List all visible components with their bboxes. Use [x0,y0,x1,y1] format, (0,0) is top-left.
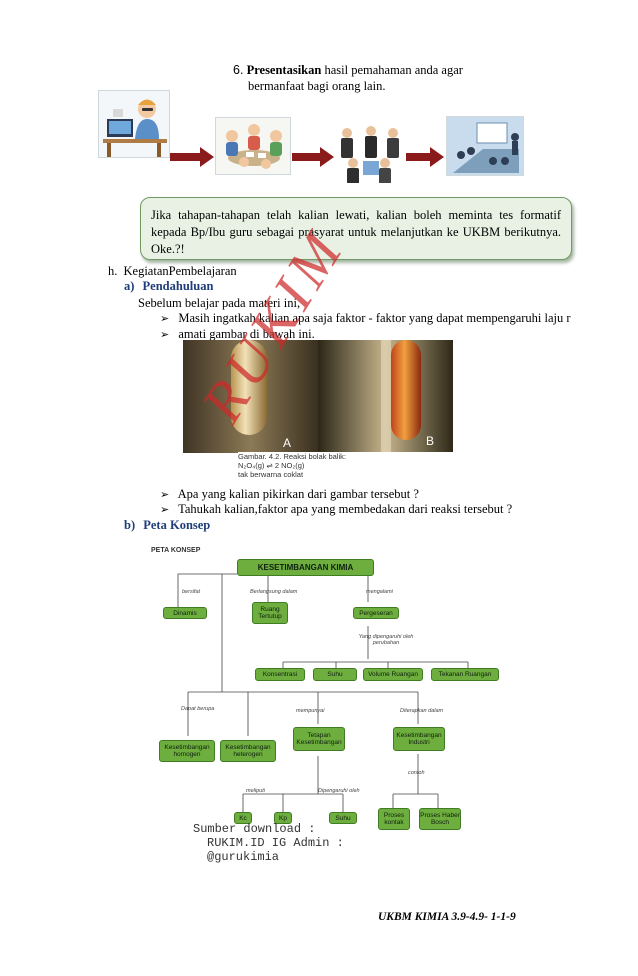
bullet-item: amati gambar di bawah ini. [160,326,315,343]
caption-line: tak berwarna coklat [238,470,304,479]
arrow-icon [406,147,446,167]
node-volume: Volume Ruangan [363,668,423,681]
step-line2: bermanfaat bagi orang lain. [248,79,386,93]
illustration-presentation-people [334,122,406,184]
arrow-icon [170,147,214,167]
subsection-a-title: Pendahuluan [142,279,214,293]
node-ruang-tertutup: Ruang Tertutup [252,602,288,624]
bullet-item: Masih ingatkah kalian apa saja faktor - … [160,310,571,327]
label-dapat-berupa: Dapat berupa [181,706,215,712]
step-keyword: Presentasikan [246,63,322,77]
illustration-group-discussion [215,117,291,175]
node-kc: Kc [234,812,252,824]
label-berlangsung: Berlangsung dalam [250,589,298,595]
illustration-conference-room [446,116,524,176]
node-tekanan: Tekanan Ruangan [431,668,499,681]
photo-label-b: B [426,434,435,448]
concept-map-connectors [177,573,469,812]
section-h-title: KegiatanPembelajaran [123,264,237,278]
source-line: RUKIM.ID IG Admin : [207,836,344,850]
concept-map: PETA KONSEP KESETIMBANGAN KIMIA bersifat… [148,544,506,834]
bullet-text: Masih ingatkah kalian apa saja faktor - … [178,311,571,325]
label-diterapkan: Diterapkan dalam [400,708,444,714]
bullet-text: amati gambar di bawah ini. [178,327,315,341]
photo-caption: Gambar. 4.2. Reaksi bolak balik: N₂O₄(g)… [238,452,458,480]
node-heterogen: Kesetimbangan heterogen [220,740,276,762]
concept-map-heading: PETA KONSEP [151,547,201,554]
caption-line: Gambar. 4.2. Reaksi bolak balik: [238,452,346,461]
illustration-computer-work [98,90,170,158]
bullet-text: Tahukah kalian,faktor apa yang membedaka… [178,502,513,516]
bullet-item: Apa yang kalian pikirkan dari gambar ter… [160,486,419,503]
caption-line: N₂O₄(g) ⇌ 2 NO₂(g) [238,461,305,470]
arrow-icon [292,147,336,167]
intro-text: Sebelum belajar pada materi ini, [138,296,301,310]
source-line: Sumber download : [193,822,316,836]
node-industri: Kesetimbangan Industri [393,727,445,751]
bullet-text: Apa yang kalian pikirkan dari gambar ter… [177,487,419,501]
subsection-b-heading: b) Peta Konsep [124,517,210,533]
node-homogen: Kesetimbangan homogen [159,740,215,762]
label-contoh: contoh [408,770,425,776]
label-mempunyai: mempunyai [296,708,325,714]
source-note: Sumber download : RUKIM.ID IG Admin : @g… [193,822,344,864]
node-pergeseran: Pergeseran [353,607,399,619]
info-callout-text: Jika tahapan-tahapan telah kalian lewati… [151,208,561,256]
node-proses-haber: Proses Haber Bosch [419,808,461,830]
node-konsentrasi: Konsentrasi [255,668,305,681]
subsection-b-title: Peta Konsep [143,518,211,532]
step-6-text: 6. Presentasikan hasil pemahaman anda ag… [233,62,563,94]
label-mengalami: mengalami [366,589,393,595]
source-line: @gurukimia [207,850,280,864]
page-footer: UKBM KIMIA 3.9-4.9- 1-1-9 [378,911,516,923]
node-dinamis: Dinamis [163,607,207,619]
node-tetapan: Tetapan Kesetimbangan [293,727,345,751]
label-meliputi: meliputi [246,788,265,794]
node-suhu: Suhu [313,668,357,681]
label-bersifat: bersifat [182,589,201,595]
photo-label-a: A [283,436,292,450]
section-h-label: h. [108,264,118,278]
step-number: 6. [233,63,244,77]
section-h-heading: h. KegiatanPembelajaran [108,263,237,279]
label-dipengaruhi-oleh: Dipengaruhi oleh [318,788,360,794]
reaction-tubes-photo: A B [183,340,453,453]
subsection-a-heading: a) Pendahuluan [124,278,213,294]
node-suhu-2: Suhu [329,812,357,824]
subsection-a-label: a) [124,279,135,293]
node-kp: Kp [274,812,292,824]
label-dipengaruhi: Yang dipengaruhi oleh perubahan [358,634,414,646]
info-callout-box: Jika tahapan-tahapan telah kalian lewati… [140,197,572,260]
bullet-item: Tahukah kalian,faktor apa yang membedaka… [160,501,512,518]
node-proses-kontak: Proses kontak [378,808,410,830]
subsection-b-label: b) [124,518,136,532]
node-root: KESETIMBANGAN KIMIA [237,559,374,576]
step-line1: hasil pemahaman anda agar [324,63,463,77]
